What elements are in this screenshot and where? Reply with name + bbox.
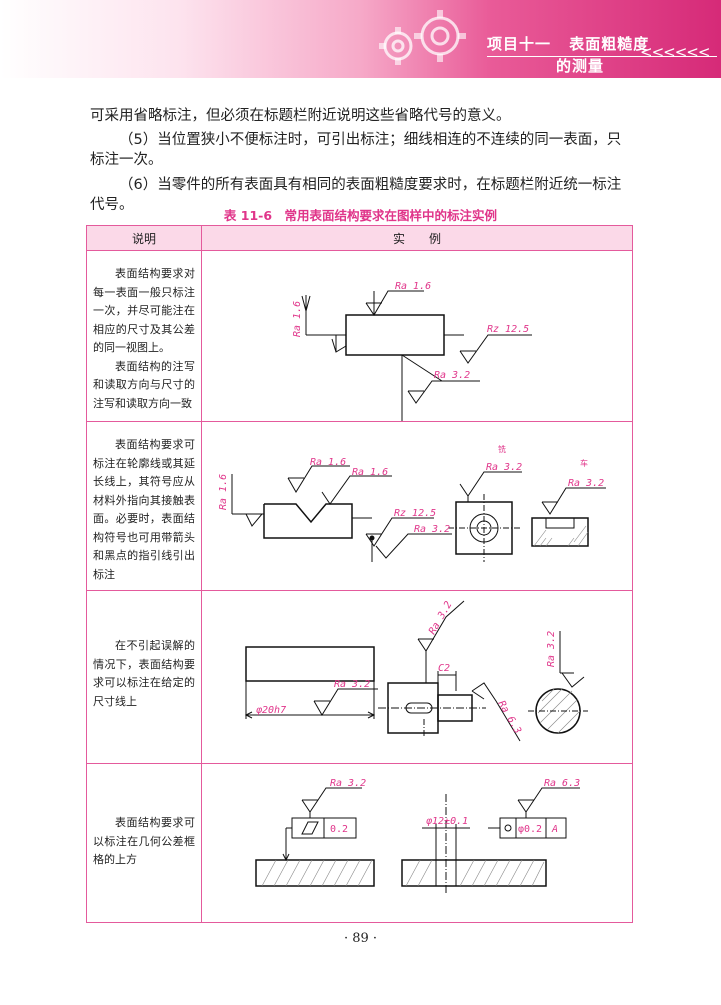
roughness-label: Ra 1.6: [292, 301, 303, 337]
roughness-label: Ra 3.2: [568, 478, 604, 489]
process-label: 车: [580, 458, 588, 468]
roughness-label: Ra 3.2: [486, 462, 522, 473]
row-example-drawing: Ra 3.2 0.2 φ12±0.1 Ra 6.3 φ0.2 A: [201, 763, 633, 923]
roughness-label: Ra 3.2: [427, 600, 455, 637]
description-text: 表面结构要求可标注在轮廓线或其延长线上，其符号应从材料外指向其接触表面。必要时，…: [93, 438, 195, 581]
row-example-drawing: Ra 3.2 φ20h7 Ra 3.2 C2 Ra 6.3 Ra 3.2: [201, 590, 633, 764]
paragraph-item-6: （6）当零件的所有表面具有相同的表面粗糙度要求时，在标题栏附近统一标注代号。: [90, 177, 622, 213]
roughness-label: Ra 1.6: [218, 474, 229, 510]
tolerance-value: 0.2: [330, 824, 348, 835]
table-row: 表面结构要求可以标注在几何公差框格的上方: [86, 763, 633, 923]
chapter-title-line2: 的测量: [556, 57, 605, 75]
chapter-project-title: 项目十一 表面粗糙度: [487, 33, 649, 54]
description-text: 表面结构的注写和读取方向与尺寸的注写和读取方向一致: [93, 359, 195, 410]
annotation-examples-table: 说明 实 例 表面结构要求对每一表面一般只标注一次，并尽可能注在相应的尺寸及其公…: [86, 225, 633, 923]
example-drawing-2: Ra 1.6 Ra 1.6 Ra 1.6 Rz 12.5 Ra 3.2 Ra 3…: [218, 444, 606, 562]
example-drawing-4: Ra 3.2 0.2 φ12±0.1 Ra 6.3 φ0.2 A: [255, 778, 580, 894]
chapter-title-line1: 表面粗糙度: [569, 35, 650, 53]
process-label: 铣: [498, 444, 506, 454]
description-text: 表面结构要求可以标注在几何公差框格的上方: [93, 816, 195, 866]
table-row: 表面结构要求可标注在轮廓线或其延长线上，其符号应从材料外指向其接触表面。必要时，…: [86, 421, 633, 591]
project-number: 项目十一: [487, 35, 552, 53]
paragraph-continuation: 可采用省略标注，但必须在标题栏附近说明这些省略代号的意义。: [90, 108, 511, 124]
roughness-label: Ra 3.2: [334, 679, 370, 690]
table-row: 表面结构要求对每一表面一般只标注一次，并尽可能注在相应的尺寸及其公差的同一视图上…: [86, 250, 633, 422]
column-header-description: 说明: [86, 225, 202, 251]
example-drawing-3: Ra 3.2 φ20h7 Ra 3.2 C2 Ra 6.3 Ra 3.2: [244, 600, 588, 742]
roughness-label: Ra 1.6: [395, 281, 431, 292]
roughness-label: Rz 12.5: [487, 324, 529, 335]
table-row: 在不引起误解的情况下，表面结构要求可以标注在给定的尺寸线上: [86, 590, 633, 764]
gear-decoration-icon: [379, 10, 466, 65]
column-header-example: 实 例: [201, 225, 633, 251]
row-description: 表面结构要求可标注在轮廓线或其延长线上，其符号应从材料外指向其接触表面。必要时，…: [86, 421, 202, 591]
dimension-label: φ20h7: [256, 705, 286, 716]
table-caption: 表 11-6 常用表面结构要求在图样中的标注实例: [223, 208, 498, 223]
datum-label: A: [551, 824, 558, 835]
header-underline: [487, 56, 717, 57]
roughness-label: Ra 6.3: [495, 699, 523, 736]
roughness-label: Ra 3.2: [434, 370, 470, 381]
roughness-label: Rz 12.5: [394, 508, 436, 519]
chapter-header-banner: 项目十一 表面粗糙度 的测量 <<<<<<: [0, 0, 721, 78]
page-number: · 89 ·: [343, 931, 378, 946]
table-header-row: 说明 实 例: [86, 225, 633, 251]
row-description: 在不引起误解的情况下，表面结构要求可以标注在给定的尺寸线上: [86, 590, 202, 764]
roughness-label: Ra 3.2: [546, 631, 557, 667]
roughness-label: Ra 3.2: [330, 778, 366, 789]
description-text: 表面结构要求对每一表面一般只标注一次，并尽可能注在相应的尺寸及其公差的同一视图上…: [93, 267, 195, 354]
roughness-label: Ra 1.6: [352, 467, 388, 478]
chamfer-label: C2: [438, 663, 450, 674]
roughness-label: Ra 3.2: [414, 524, 450, 535]
example-drawing-1: Ra 1.6 Ra 1.6 Rz 12.5 Ra 3.2: [292, 281, 532, 421]
row-description: 表面结构要求可以标注在几何公差框格的上方: [86, 763, 202, 923]
roughness-label: Ra 6.3: [544, 778, 580, 789]
chevron-left-decoration-icon: <<<<<<: [640, 43, 710, 61]
dimension-label: φ12±0.1: [426, 816, 468, 827]
description-text: 在不引起误解的情况下，表面结构要求可以标注在给定的尺寸线上: [93, 639, 195, 708]
roughness-label: Ra 1.6: [310, 457, 346, 468]
row-example-drawing: Ra 1.6 Ra 1.6 Ra 1.6 Rz 12.5 Ra 3.2 Ra 3…: [201, 421, 633, 591]
row-description: 表面结构要求对每一表面一般只标注一次，并尽可能注在相应的尺寸及其公差的同一视图上…: [86, 250, 202, 422]
row-example-drawing: Ra 1.6 Ra 1.6 Rz 12.5 Ra 3.2: [201, 250, 633, 422]
tolerance-value: φ0.2: [518, 824, 542, 835]
paragraph-item-5: （5）当位置狭小不便标注时，可引出标注；细线相连的不连续的同一表面，只标注一次。: [90, 132, 622, 168]
